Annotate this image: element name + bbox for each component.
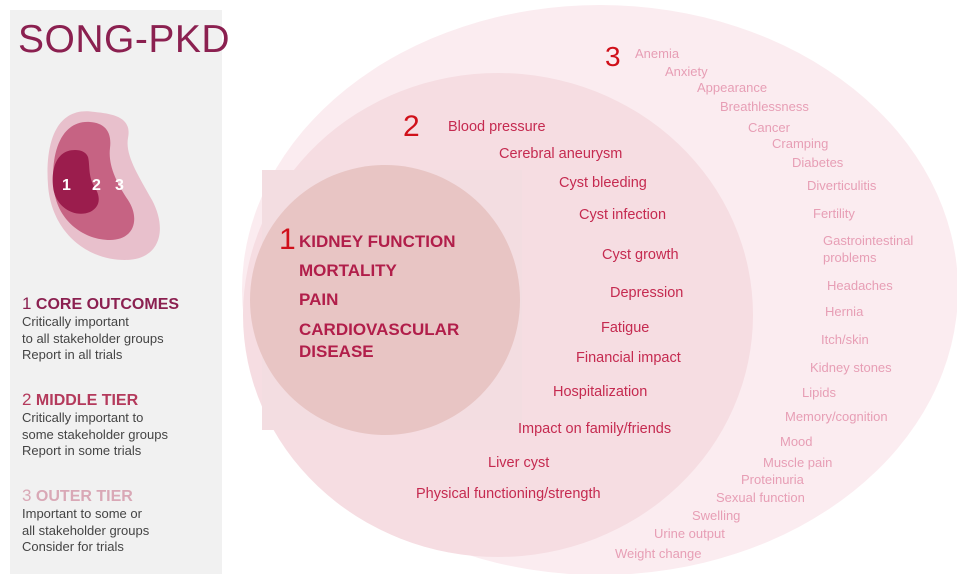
legend-line: Important to some or — [22, 506, 142, 521]
middle-outcome: Fatigue — [601, 320, 650, 336]
middle-outcome: Cyst growth — [602, 247, 679, 263]
middle-outcome: Physical functioning/strength — [416, 486, 601, 502]
middle-outcome: Cerebral aneurysm — [499, 146, 623, 162]
core-outcome: CARDIOVASCULAR — [299, 320, 460, 339]
outer-outcome: Breathlessness — [720, 99, 809, 114]
legend-line: Report in some trials — [22, 443, 142, 458]
legend-line: Consider for trials — [22, 539, 124, 554]
outer-outcome: Fertility — [813, 206, 855, 221]
legend-num: 1 — [22, 294, 32, 313]
legend-line: to all stakeholder groups — [22, 330, 164, 346]
outer-outcome: Cramping — [772, 136, 829, 151]
page-title: SONG-PKD — [18, 18, 231, 61]
outer-outcome: Headaches — [827, 278, 893, 293]
core-outcome: DISEASE — [299, 342, 374, 361]
legend-line: Critically important to — [22, 410, 144, 425]
middle-outcome: Financial impact — [576, 350, 681, 366]
outer-outcome: Muscle pain — [763, 455, 833, 470]
middle-outcome: Cyst bleeding — [559, 175, 647, 191]
legend-line: Critically important — [22, 314, 129, 329]
legend-outer-tier: 3 OUTER TIER Important to some or all st… — [22, 486, 149, 556]
outer-outcome: Mood — [780, 434, 813, 449]
outer-outcome: Hernia — [825, 304, 864, 319]
outer-outcome: Kidney stones — [810, 360, 892, 375]
core-outcome: PAIN — [299, 290, 339, 309]
outer-outcome: Cancer — [748, 120, 790, 135]
kidney-label-2: 2 — [92, 177, 101, 194]
outer-outcome: Memory/cognition — [785, 409, 888, 424]
legend-core-outcomes: 1 CORE OUTCOMES Critically important to … — [22, 294, 179, 364]
outer-outcome: Diabetes — [792, 155, 844, 170]
core-tier-circle — [250, 165, 520, 435]
kidney-label-3: 3 — [115, 177, 124, 194]
legend-heading: OUTER TIER — [35, 488, 133, 505]
tier-number-3: 3 — [605, 41, 621, 72]
outer-outcome: Anemia — [635, 46, 680, 61]
outer-outcome: Itch/skin — [821, 332, 869, 347]
middle-outcome: Impact on family/friends — [518, 421, 672, 437]
outer-outcome: Swelling — [692, 508, 741, 523]
legend-line: all stakeholder groups — [22, 522, 150, 538]
outer-outcome: problems — [823, 250, 877, 265]
kidney-label-1: 1 — [62, 177, 71, 194]
core-outcome: KIDNEY FUNCTION — [299, 232, 456, 251]
outer-outcome: Proteinuria — [741, 472, 804, 487]
outer-outcome: Anxiety — [665, 64, 708, 79]
kidney-icon: 1 2 3 — [47, 111, 160, 260]
kidney-core-tier — [52, 150, 99, 214]
core-outcome: MORTALITY — [299, 261, 397, 280]
legend-heading: MIDDLE TIER — [35, 392, 139, 409]
legend-num: 3 — [22, 486, 32, 505]
outer-outcome: Diverticulitis — [807, 178, 877, 193]
middle-outcome: Depression — [610, 285, 684, 301]
middle-outcome: Cyst infection — [579, 207, 667, 223]
outer-outcome: Urine output — [654, 526, 725, 541]
outer-outcome: Gastrointestinal — [823, 233, 914, 248]
middle-outcome: Blood pressure — [448, 119, 546, 135]
outer-outcome: Lipids — [802, 385, 836, 400]
legend-line: some stakeholder groups — [22, 426, 168, 442]
tier-number-2: 2 — [403, 110, 420, 143]
legend-num: 2 — [22, 390, 32, 409]
legend-line: Report in all trials — [22, 347, 123, 362]
legend-heading: CORE OUTCOMES — [35, 296, 180, 313]
outer-outcome: Sexual function — [716, 490, 805, 505]
outer-outcome: Appearance — [697, 80, 768, 95]
tier-number-1: 1 — [279, 223, 296, 256]
sidebar-panel — [10, 10, 222, 574]
legend-middle-tier: 2 MIDDLE TIER Critically important to so… — [22, 390, 168, 460]
middle-outcome: Liver cyst — [488, 455, 550, 471]
middle-outcome: Hospitalization — [553, 384, 648, 400]
outer-outcome: Weight change — [615, 546, 702, 561]
